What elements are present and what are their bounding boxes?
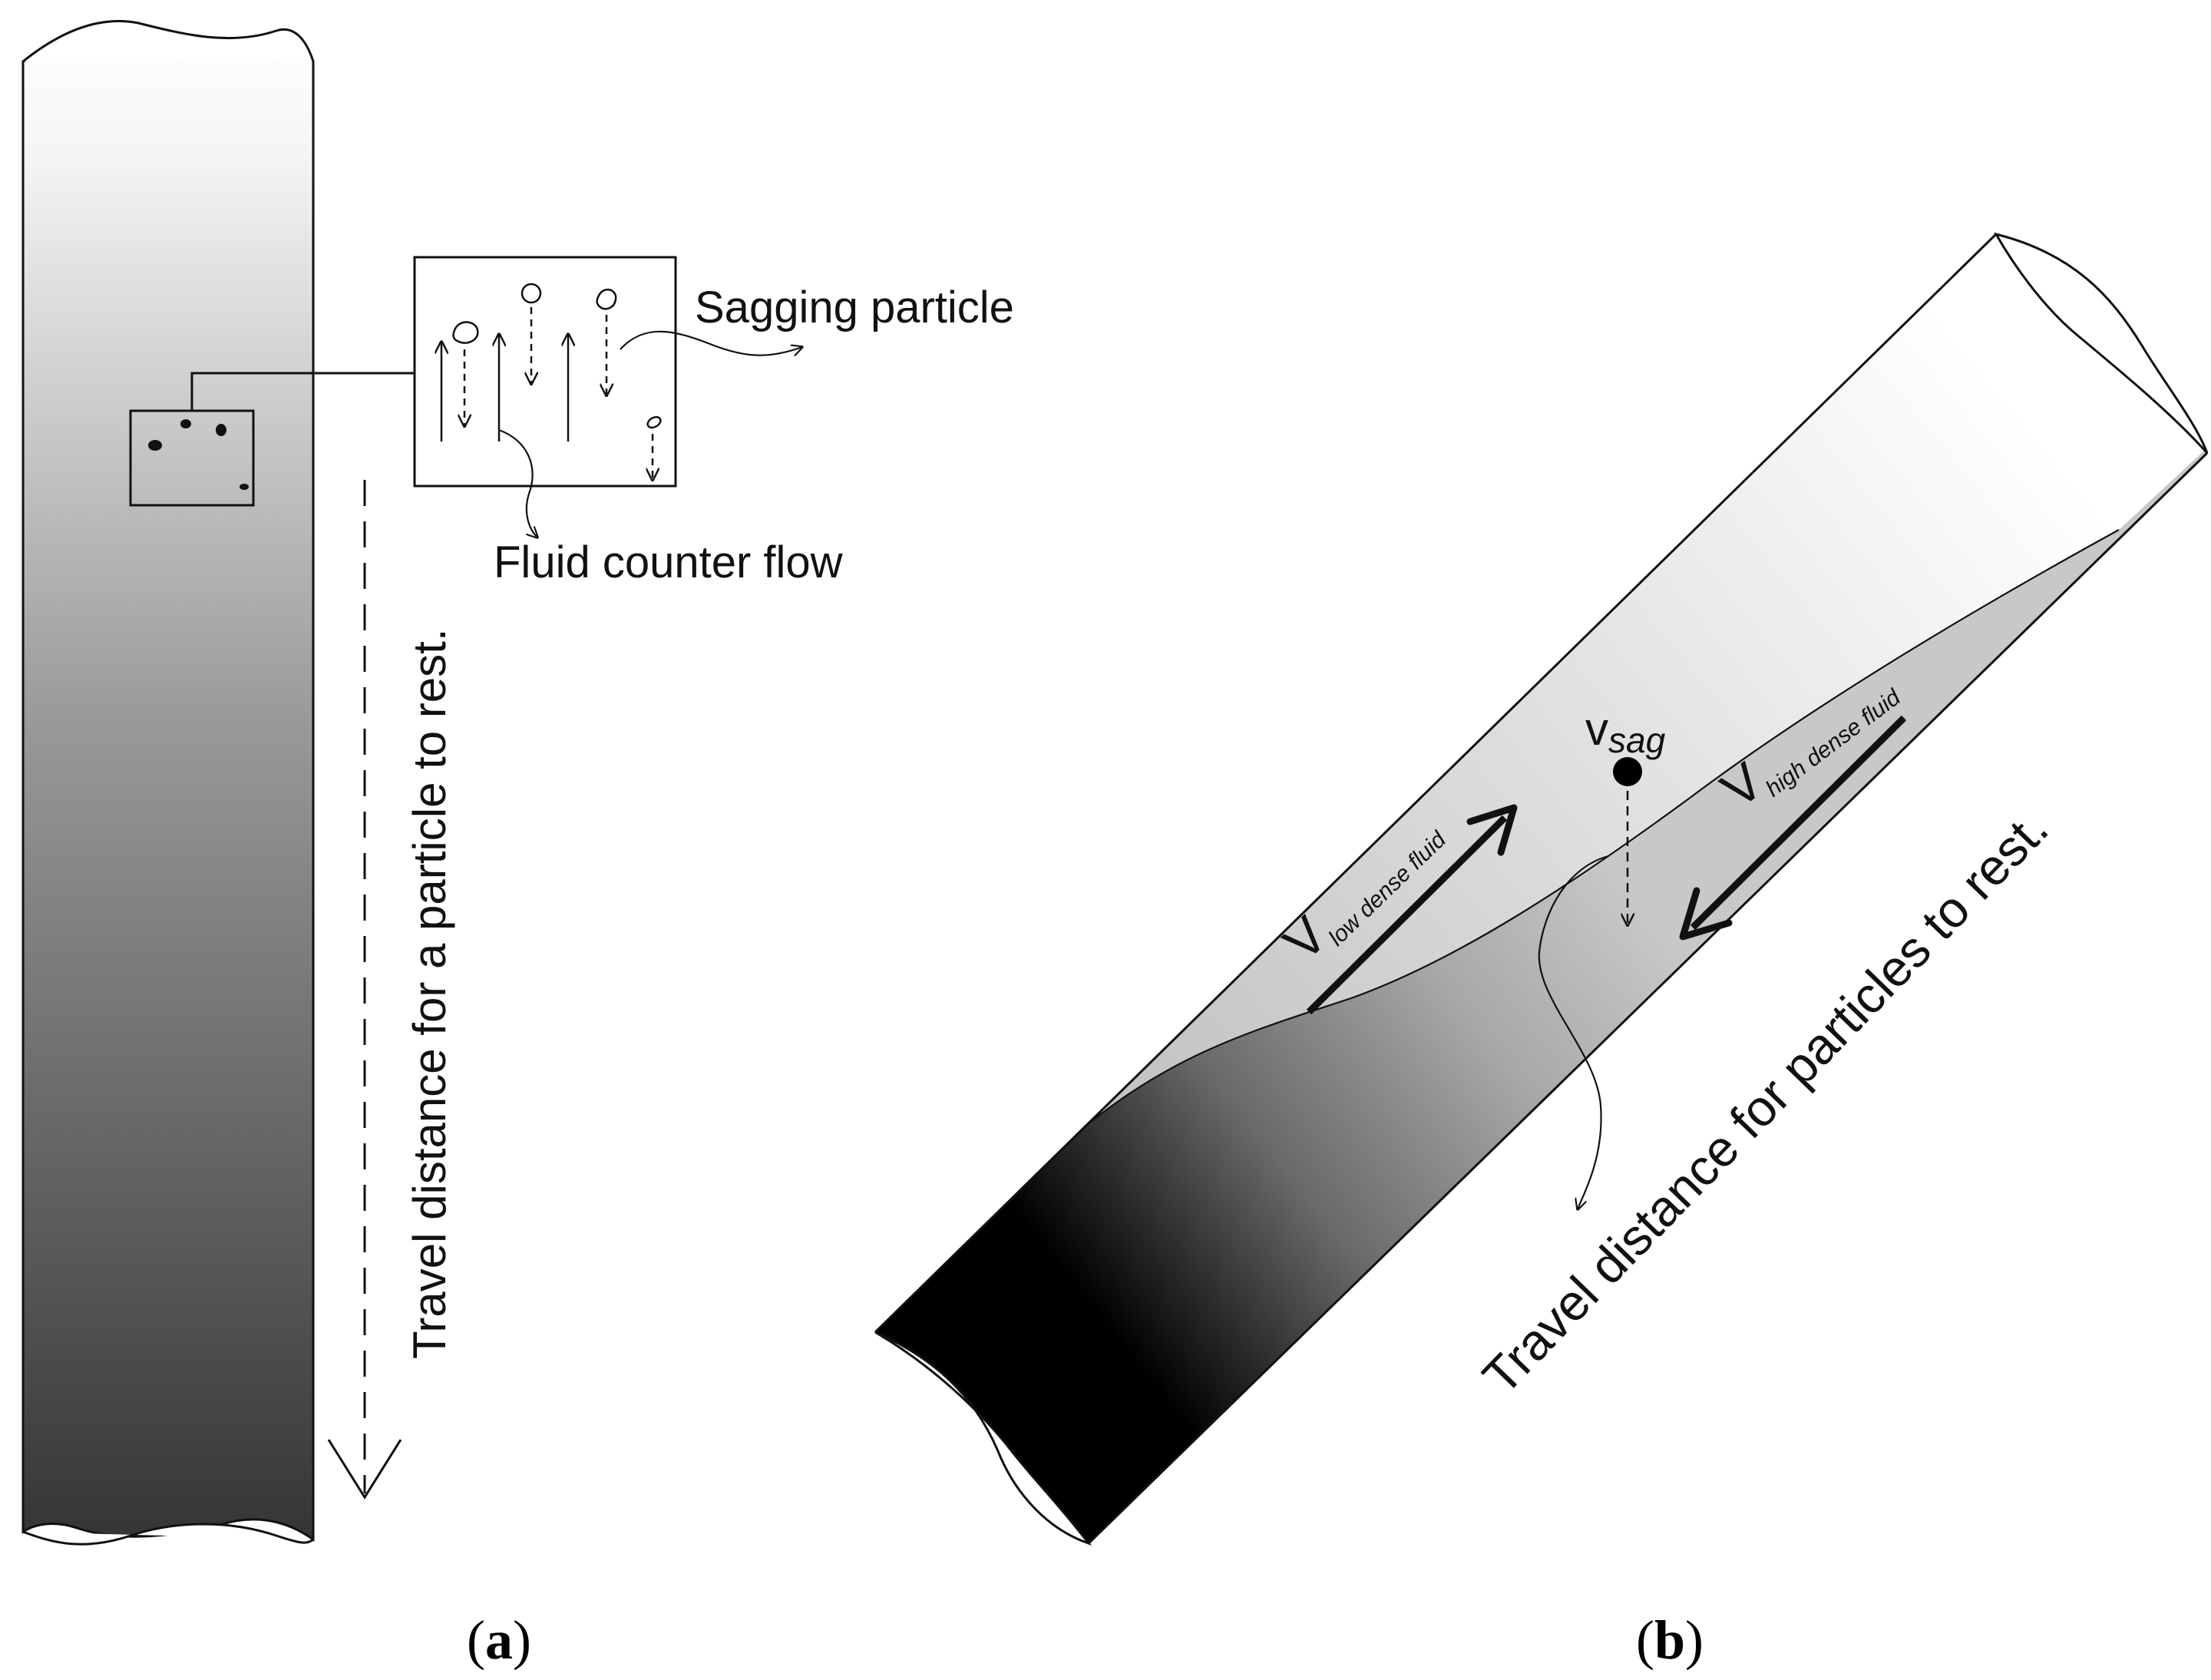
vertical-wellbore: Sagging particle Fluid counter flow Trav…	[21, 19, 1014, 1671]
low-dense-fluid-arrowhead	[1466, 804, 1518, 856]
vertical-pipe-body	[21, 37, 315, 1542]
inclined-wellbore: Vlow dense fluid Vhigh dense fluid vsag …	[874, 232, 2209, 1671]
high-dense-fluid-arrowhead	[1679, 887, 1733, 941]
particle	[216, 424, 226, 436]
sagging-particle-dot	[1613, 757, 1642, 786]
travel-distance-label-a: Travel distance for a particle to rest.	[404, 628, 455, 1359]
inclined-pipe-lower-wall	[1087, 451, 2209, 1545]
particle	[180, 419, 191, 428]
travel-distance-arrowhead	[327, 1439, 402, 1500]
inclined-pipe-upper-wall	[874, 233, 1998, 1334]
caption-a: (a)	[467, 1609, 531, 1671]
counter-flow-arrows	[441, 334, 568, 441]
fluid-counterflow-leader	[498, 428, 537, 537]
particle	[240, 484, 249, 490]
high-density-layer	[875, 430, 2207, 1543]
vertical-pipe-bottom-cut	[22, 1523, 314, 1546]
fluid-counterflow-label: Fluid counter flow	[494, 537, 844, 587]
zoom-connector-line	[190, 372, 415, 411]
high-dense-fluid-arrow	[1690, 715, 1907, 931]
fluid-interface-line	[1082, 529, 2120, 1129]
inclined-pipe-top-cut	[1993, 232, 2209, 455]
sagging-particle-leader	[620, 330, 802, 356]
vertical-pipe-top-cut	[22, 19, 315, 63]
inclined-pipe-bottom-cut	[874, 1331, 1092, 1546]
sagging-particle-label: Sagging particle	[695, 283, 1014, 332]
low-dense-fluid-arrow	[1306, 815, 1508, 1015]
caption-b: (b)	[1636, 1609, 1704, 1671]
travel-distance-leader-b	[1538, 855, 1609, 1209]
sag-dashed-arrows	[464, 307, 653, 480]
particle	[148, 440, 162, 451]
sagging-particles	[452, 283, 662, 429]
v-sag-label: vsag	[1585, 703, 1666, 760]
callout-box	[413, 256, 677, 488]
